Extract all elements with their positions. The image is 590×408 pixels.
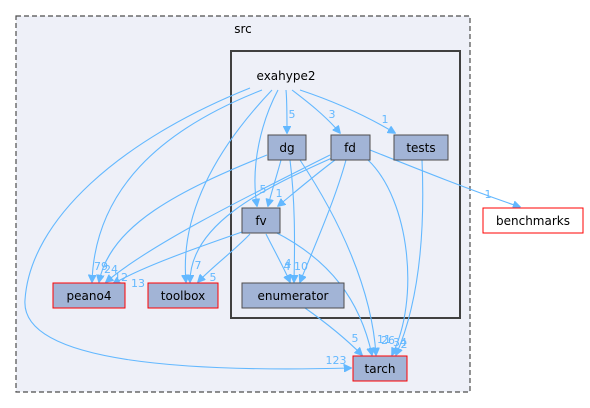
edge-fd-to-enumerator[interactable] xyxy=(300,159,347,282)
edge-label-exahype2-fd: 3 xyxy=(329,108,336,121)
node-peano4-label: peano4 xyxy=(67,289,112,303)
edge-label-fv-peano4: 13 xyxy=(131,277,145,290)
node-benchmarks-label: benchmarks xyxy=(496,214,570,228)
edge-label-exahype2-tests: 1 xyxy=(382,113,389,126)
edge-exahype2-to-peano4[interactable] xyxy=(92,89,263,282)
edge-fd-to-fv[interactable] xyxy=(278,159,336,206)
edge-exahype2-to-fd[interactable] xyxy=(291,89,340,133)
node-tests-box xyxy=(393,134,449,161)
node-fv-label: fv xyxy=(255,214,266,228)
edge-fd-to-tarch[interactable] xyxy=(367,159,409,355)
node-dg-label: dg xyxy=(279,141,294,155)
edge-labels: 5 3 1 79 7 123 5 10 24 26 1 4 12 34 1 2 … xyxy=(94,108,492,367)
node-fd[interactable]: fd xyxy=(330,134,371,161)
node-peano4-box xyxy=(52,282,126,309)
exahype2-cluster[interactable]: exahype2 xyxy=(230,50,461,319)
edge-fv-to-enumerator[interactable] xyxy=(265,233,290,282)
node-benchmarks-box xyxy=(482,207,584,234)
edge-fd-to-benchmarks[interactable] xyxy=(369,149,520,207)
node-toolbox-label: toolbox xyxy=(161,289,205,303)
node-tarch-label: tarch xyxy=(365,362,396,376)
node-benchmarks[interactable]: benchmarks xyxy=(482,207,584,234)
edge-tests-to-tarch[interactable] xyxy=(396,159,424,355)
edge-fv-to-peano4[interactable] xyxy=(113,231,243,284)
edge-label-dg-fv: 5 xyxy=(260,183,267,196)
edge-label-fd-tarch: 34 xyxy=(393,336,407,349)
edge-label-fv-enumerator: 4 xyxy=(284,260,291,273)
edge-label-dg-tarch: 26 xyxy=(381,334,395,347)
edge-exahype2-to-tests[interactable] xyxy=(299,89,395,133)
edge-label-dg-enumerator: 10 xyxy=(294,260,308,273)
exahype2-cluster-box xyxy=(230,50,461,319)
edge-dg-to-peano4[interactable] xyxy=(99,154,268,282)
edge-label-fv-tarch: 11 xyxy=(377,333,391,346)
src-cluster-label: src xyxy=(234,22,252,36)
edge-label-enumerator-tarch: 5 xyxy=(352,332,359,345)
edge-exahype2-to-toolbox[interactable] xyxy=(185,89,273,282)
edge-label-dg-peano4: 24 xyxy=(104,263,118,276)
node-enumerator-box xyxy=(241,282,345,309)
edge-label-fd-peano4: 12 xyxy=(114,271,128,284)
edge-label-fd-benchmarks: 1 xyxy=(485,188,492,201)
node-tarch[interactable]: tarch xyxy=(352,355,408,382)
edges xyxy=(24,87,520,369)
edge-label-fd-fv: 1 xyxy=(276,187,283,200)
edge-fd-to-peano4[interactable] xyxy=(106,154,331,282)
edge-dg-to-enumerator[interactable] xyxy=(289,159,295,282)
node-fd-box xyxy=(330,134,371,161)
edge-label-fd-enumerator: 4 xyxy=(285,257,292,270)
exahype2-cluster-label: exahype2 xyxy=(257,69,316,83)
edge-label-tests-tarch: 2 xyxy=(401,338,408,351)
edge-label-exahype2-tarch: 123 xyxy=(326,354,347,367)
edge-dg-to-tarch[interactable] xyxy=(299,159,376,355)
node-toolbox[interactable]: toolbox xyxy=(147,282,219,309)
node-tests-label: tests xyxy=(406,141,435,155)
edge-exahype2-to-tarch[interactable] xyxy=(24,87,351,369)
node-toolbox-box xyxy=(147,282,219,309)
edge-fv-to-toolbox[interactable] xyxy=(198,233,251,282)
node-fd-label: fd xyxy=(344,141,356,155)
node-enumerator[interactable]: enumerator xyxy=(241,282,345,309)
node-dg[interactable]: dg xyxy=(267,134,307,161)
node-fv[interactable]: fv xyxy=(241,207,281,234)
edge-label-exahype2-dg: 5 xyxy=(289,108,296,121)
node-peano4[interactable]: peano4 xyxy=(52,282,126,309)
node-enumerator-label: enumerator xyxy=(258,289,329,303)
edge-enumerator-to-tarch[interactable] xyxy=(304,307,362,355)
node-tests[interactable]: tests xyxy=(393,134,449,161)
edge-exahype2-to-dg[interactable] xyxy=(286,89,287,133)
edge-label-exahype2-peano4: 79 xyxy=(94,260,108,273)
edge-fd-to-toolbox[interactable] xyxy=(190,157,333,282)
node-fv-box xyxy=(241,207,281,234)
edge-label-exahype2-toolbox: 7 xyxy=(195,259,202,272)
node-dg-box xyxy=(267,134,307,161)
node-tarch-box xyxy=(352,355,408,382)
edge-label-fv-toolbox: 5 xyxy=(210,271,217,284)
